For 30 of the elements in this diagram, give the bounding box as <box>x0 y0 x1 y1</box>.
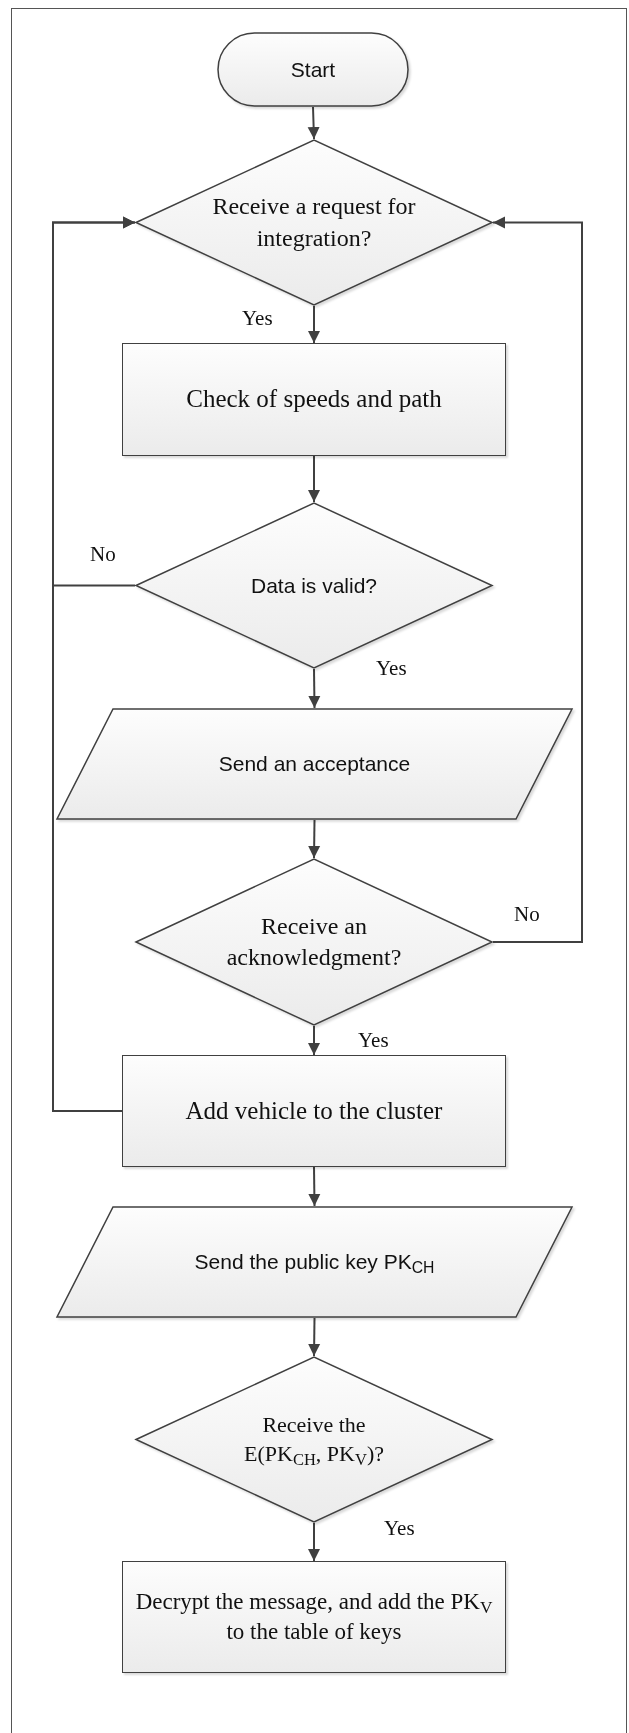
arrow <box>308 668 321 709</box>
arrow <box>308 1166 321 1207</box>
node-text: Start <box>290 56 336 83</box>
node-text: Receive an acknowledgment? <box>225 911 403 972</box>
arrow <box>307 106 320 140</box>
node-text: Send an acceptance <box>218 751 411 778</box>
arrow <box>308 819 321 859</box>
decision-diamond <box>135 858 493 1026</box>
arrow <box>308 305 320 344</box>
arrow <box>308 1025 320 1056</box>
arrow <box>308 1522 320 1562</box>
arrow <box>492 216 583 943</box>
io-parallelogram <box>56 708 573 820</box>
node-text: Receive the E(PK$_{CH}$, PK$_{V}$)? <box>243 1410 385 1469</box>
arrow <box>308 1317 321 1357</box>
node-text: Add vehicle to the cluster <box>185 1095 443 1126</box>
terminal-pill <box>217 32 409 107</box>
arrow <box>52 216 136 1112</box>
node-text: Data is valid? <box>250 572 378 599</box>
arrow <box>308 455 320 503</box>
process-box <box>122 1055 506 1167</box>
node-text: Check of speeds and path <box>186 384 442 415</box>
node-text: Receive a request for integration? <box>211 192 417 253</box>
process-box <box>122 1561 506 1673</box>
node-text: Decrypt the message, and add the PK$_{V}$ to the table of keys <box>134 1588 494 1646</box>
io-parallelogram <box>56 1206 573 1318</box>
decision-diamond <box>135 1356 493 1523</box>
decision-diamond <box>135 139 493 306</box>
node-text: Send the public key PK$_{CH}$ <box>194 1249 435 1276</box>
process-box <box>122 343 506 456</box>
